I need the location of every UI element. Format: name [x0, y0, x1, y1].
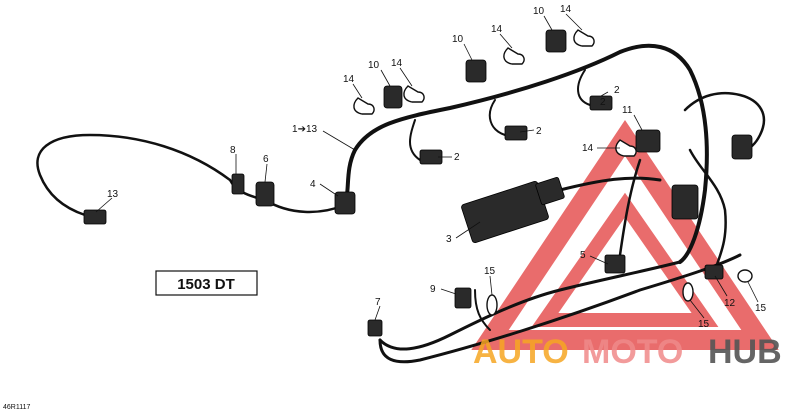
- watermark-auto: AUTO: [473, 333, 569, 371]
- connector-10b: [465, 59, 487, 83]
- connector-13: [83, 209, 107, 225]
- callout-1: 1➔13: [292, 124, 318, 135]
- callout-9: 9: [430, 284, 436, 295]
- callout-10: 10: [452, 34, 464, 45]
- figure-reference: 46R1117: [3, 404, 30, 411]
- watermark-hub: HUB: [708, 333, 782, 371]
- connector-7: [367, 319, 383, 337]
- connector-9: [454, 287, 472, 309]
- injector-connector-b: [504, 125, 528, 141]
- callout-2: 2: [536, 126, 542, 137]
- callout-2: 2: [454, 152, 460, 163]
- cable-clips: [353, 29, 753, 316]
- model-label: 1503 DT: [177, 276, 235, 293]
- connector-12: [704, 264, 724, 280]
- callout-14: 14: [582, 143, 594, 154]
- callout-3: 3: [446, 234, 452, 245]
- callout-2: 2: [600, 97, 606, 108]
- connector-10a: [383, 85, 403, 109]
- callout-8: 8: [230, 145, 236, 156]
- harness-wires: [36, 43, 766, 364]
- callout-10: 10: [533, 6, 545, 17]
- connector-8: [231, 173, 245, 195]
- callout-2: 2: [614, 85, 620, 96]
- connector-5: [604, 254, 626, 274]
- ecm-connector: [461, 180, 549, 244]
- connector-10c: [545, 29, 567, 53]
- callout-11: 11: [622, 105, 633, 116]
- leader-lines: [95, 13, 759, 321]
- watermark-text: AUTO MOTO HUB: [473, 333, 782, 371]
- callout-5: 5: [580, 250, 586, 261]
- callout-10: 10: [368, 60, 380, 71]
- callout-7: 7: [375, 297, 381, 308]
- watermark-moto: MOTO: [582, 333, 683, 371]
- callout-14: 14: [391, 58, 403, 69]
- callout-14: 14: [491, 24, 503, 35]
- connector-right: [731, 134, 753, 160]
- watermark-logo: [471, 120, 779, 350]
- callout-labels: 1➔13 2 2 2 2 3 4 5 6 7 8 9 10 10 10 10 1…: [107, 4, 767, 330]
- callout-12: 12: [724, 298, 736, 309]
- connector-grey: [671, 184, 699, 220]
- model-label-box: 1503 DT: [155, 270, 258, 296]
- connector-6: [255, 181, 275, 207]
- callout-15: 15: [484, 266, 496, 277]
- callout-14: 14: [343, 74, 355, 85]
- connector-4: [334, 191, 356, 215]
- callout-15: 15: [698, 319, 710, 330]
- callout-15: 15: [755, 303, 767, 314]
- connector-11: [635, 129, 661, 153]
- callout-14: 14: [560, 4, 572, 15]
- callout-13: 13: [107, 189, 119, 200]
- harness-connectors: [83, 29, 753, 337]
- callout-4: 4: [310, 179, 316, 190]
- callout-6: 6: [263, 154, 269, 165]
